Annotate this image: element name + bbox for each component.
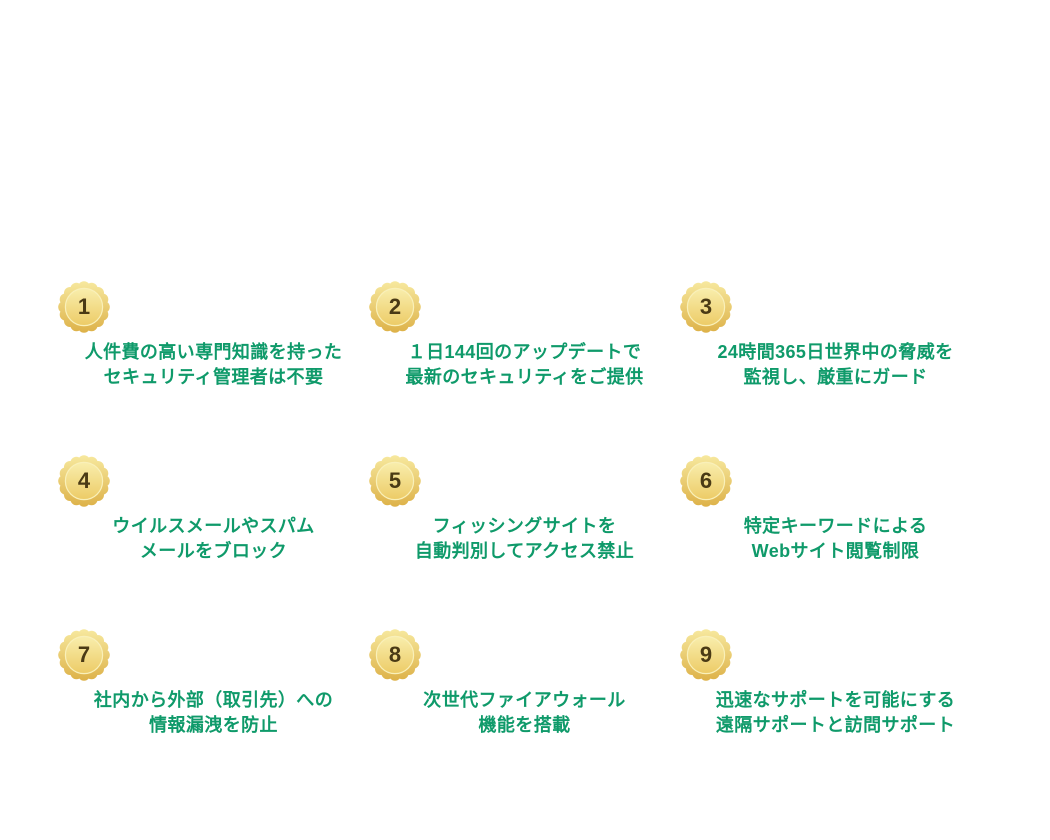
caption-line1: 次世代ファイアウォール (423, 690, 626, 710)
rank-badge-7: 7 (58, 629, 110, 681)
feature-card-3: 3 24時間365日世界中の脅威を 監視し、厳重にガード (680, 281, 991, 393)
feature-caption: 24時間365日世界中の脅威を 監視し、厳重にガード (680, 340, 991, 390)
feature-card-9: 9 迅速なサポートを可能にする 遠隔サポートと訪問サポート (680, 629, 991, 741)
rank-badge-5: 5 (369, 455, 421, 507)
caption-line1: フィッシングサイトを (432, 516, 617, 536)
caption-line1: 人件費の高い専門知識を持った (84, 342, 343, 362)
caption-line2: 情報漏洩を防止 (149, 715, 278, 735)
rank-badge-3: 3 (680, 281, 732, 333)
badge-number: 5 (388, 467, 402, 493)
badge-number: 4 (77, 467, 91, 493)
caption-line2: Webサイト閲覧制限 (751, 541, 920, 561)
caption-line1: １日144回のアップデートで (407, 342, 642, 362)
badge-number: 9 (699, 641, 713, 667)
feature-caption: ウイルスメールやスパム メールをブロック (58, 514, 369, 564)
badge-number: 7 (77, 641, 91, 667)
feature-caption: 次世代ファイアウォール 機能を搭載 (369, 688, 680, 738)
caption-line2: 最新のセキュリティをご提供 (405, 367, 644, 387)
feature-caption: 迅速なサポートを可能にする 遠隔サポートと訪問サポート (680, 688, 991, 738)
feature-caption: １日144回のアップデートで 最新のセキュリティをご提供 (369, 340, 680, 390)
rank-badge-6: 6 (680, 455, 732, 507)
caption-line2: セキュリティ管理者は不要 (103, 367, 324, 387)
feature-card-7: 7 社内から外部（取引先）への 情報漏洩を防止 (58, 629, 369, 741)
rank-badge-1: 1 (58, 281, 110, 333)
badge-number: 8 (388, 641, 402, 667)
feature-card-2: 2 １日144回のアップデートで 最新のセキュリティをご提供 (369, 281, 680, 393)
feature-caption: 特定キーワードによる Webサイト閲覧制限 (680, 514, 991, 564)
rank-badge-8: 8 (369, 629, 421, 681)
caption-line1: 社内から外部（取引先）への (93, 690, 334, 710)
badge-number: 2 (388, 293, 402, 319)
caption-line1: 24時間365日世界中の脅威を (717, 342, 954, 362)
feature-caption: フィッシングサイトを 自動判別してアクセス禁止 (369, 514, 680, 564)
feature-card-4: 4 ウイルスメールやスパム メールをブロック (58, 455, 369, 567)
caption-line1: 迅速なサポートを可能にする (715, 690, 956, 710)
caption-line2: 遠隔サポートと訪問サポート (715, 715, 956, 735)
badge-number: 1 (77, 293, 91, 319)
rank-badge-4: 4 (58, 455, 110, 507)
feature-caption: 人件費の高い専門知識を持った セキュリティ管理者は不要 (58, 340, 369, 390)
feature-card-5: 5 フィッシングサイトを 自動判別してアクセス禁止 (369, 455, 680, 567)
badge-number: 6 (699, 467, 713, 493)
caption-line2: 監視し、厳重にガード (743, 367, 928, 387)
rank-badge-2: 2 (369, 281, 421, 333)
features-grid: 1 人件費の高い専門知識を持った セキュリティ管理者は不要 2 １日144回のア… (58, 281, 991, 741)
feature-card-6: 6 特定キーワードによる Webサイト閲覧制限 (680, 455, 991, 567)
badge-number: 3 (699, 293, 713, 319)
caption-line2: メールをブロック (139, 541, 288, 561)
rank-badge-9: 9 (680, 629, 732, 681)
caption-line1: ウイルスメールやスパム (112, 516, 315, 536)
caption-line2: 自動判別してアクセス禁止 (414, 541, 635, 561)
feature-caption: 社内から外部（取引先）への 情報漏洩を防止 (58, 688, 369, 738)
feature-card-8: 8 次世代ファイアウォール 機能を搭載 (369, 629, 680, 741)
feature-card-1: 1 人件費の高い専門知識を持った セキュリティ管理者は不要 (58, 281, 369, 393)
caption-line1: 特定キーワードによる (743, 516, 928, 536)
caption-line2: 機能を搭載 (478, 715, 571, 735)
